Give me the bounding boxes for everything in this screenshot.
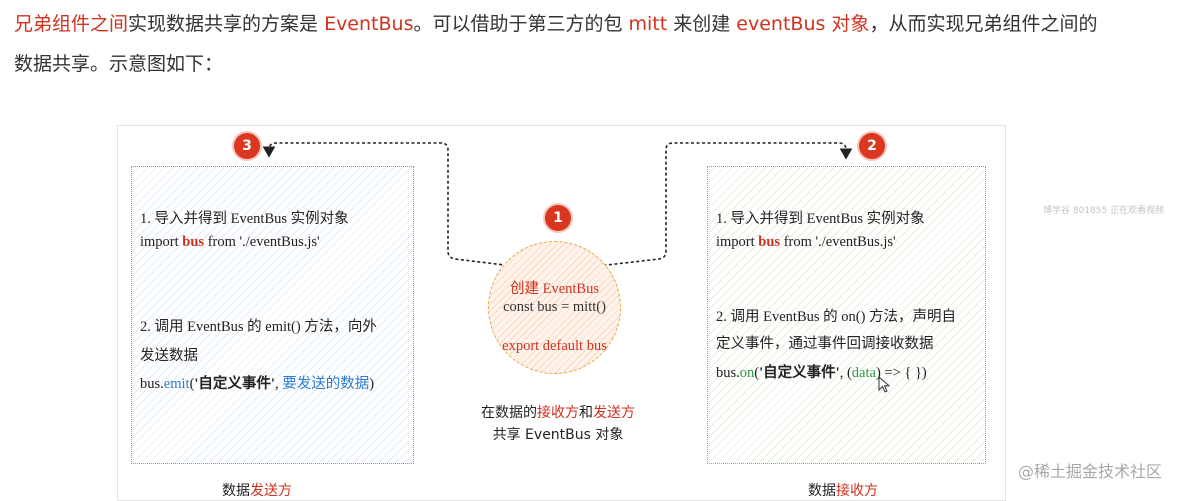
sender-import-line: import bus from './eventBus.js' [140,234,320,250]
caption-line1: 在数据的接收方和发送方 [481,405,635,421]
intro-highlight: mitt [628,13,668,35]
sender-step2a: 2. 调用 EventBus 的 emit() 方法，向外 [140,319,377,335]
badge-2: 2 [859,133,885,159]
receiver-step1: 1. 导入并得到 EventBus 实例对象 [716,211,925,227]
eventbus-diagram: 1. 导入并得到 EventBus 实例对象 import bus from '… [117,125,1006,501]
intro-text: ，从而实现兄弟组件之间的数据共享。示意图如下： [14,13,1098,75]
circle-mitt-code: const bus = mitt() [503,299,606,315]
watermark-text: 博学谷 801855 正在观看视频 [1043,206,1165,216]
intro-paragraph: 兄弟组件之间实现数据共享的方案是 EventBus。可以借助于第三方的包 mit… [14,4,1114,84]
receiver-import-line: import bus from './eventBus.js' [716,234,896,250]
receiver-step2a: 2. 调用 EventBus 的 on() 方法，声明自 [716,309,957,325]
sender-emit-code: bus.emit('自定义事件', 要发送的数据) [140,376,375,392]
diagram-caption: 在数据的接收方和发送方 共享 EventBus 对象 [458,402,658,446]
intro-highlight: 兄弟组件之间 [14,13,129,35]
intro-text: 来创建 [667,13,737,35]
eventbus-circle: 创建 EventBus const bus = mitt() export de… [488,241,621,374]
sender-box: 1. 导入并得到 EventBus 实例对象 import bus from '… [131,166,414,464]
sender-step2b: 发送数据 [140,348,198,364]
intro-highlight: EventBus [324,13,414,35]
connector-to-receiver [597,142,853,267]
receiver-on-code: bus.on('自定义事件', (data) => { }) [716,365,927,381]
connector-to-sender [262,142,514,267]
sender-step1: 1. 导入并得到 EventBus 实例对象 [140,211,349,227]
badge-1: 1 [545,205,571,231]
juejin-watermark: @稀土掘金技术社区 [1018,462,1163,481]
badge-3: 3 [234,133,260,159]
caption-line2: 共享 EventBus 对象 [492,427,624,443]
receiver-label: 数据接收方 [808,483,878,499]
circle-create-label: 创建 EventBus [509,281,599,297]
receiver-box: 1. 导入并得到 EventBus 实例对象 import bus from '… [707,166,986,464]
mouse-cursor-icon [878,376,890,393]
connector-lines [262,142,853,267]
sender-label: 数据发送方 [222,483,292,499]
circle-export-code: export default bus [502,338,607,354]
receiver-step2b: 定义事件，通过事件回调接收数据 [716,336,934,352]
intro-text: 。可以借助于第三方的包 [413,13,629,35]
intro-text: 实现数据共享的方案是 [128,13,325,35]
intro-highlight: eventBus 对象 [736,13,870,35]
